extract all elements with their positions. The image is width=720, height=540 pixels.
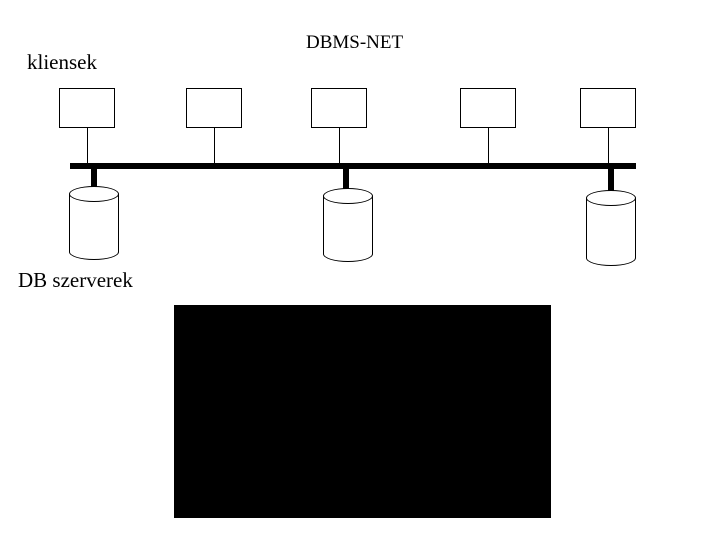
client-node-2 [186, 88, 242, 128]
servers-label: DB szerverek [18, 268, 133, 292]
server-connector-2 [343, 166, 349, 192]
black-content-panel [174, 305, 551, 518]
client-connector-1 [87, 128, 88, 163]
database-cylinder-3 [586, 190, 636, 266]
cylinder-body [586, 198, 636, 258]
cylinder-top-ellipse [69, 186, 119, 202]
cylinder-body [69, 194, 119, 252]
network-bus-line [70, 163, 636, 169]
diagram-title: DBMS-NET [306, 32, 404, 53]
client-node-3 [311, 88, 367, 128]
cylinder-body [323, 196, 373, 254]
cylinder-top-ellipse [586, 190, 636, 206]
server-connector-3 [608, 166, 614, 194]
client-connector-3 [339, 128, 340, 163]
cylinder-top-ellipse [323, 188, 373, 204]
client-node-1 [59, 88, 115, 128]
client-connector-2 [214, 128, 215, 163]
client-connector-5 [608, 128, 609, 163]
client-node-4 [460, 88, 516, 128]
clients-label: kliensek [27, 50, 97, 74]
client-connector-4 [488, 128, 489, 163]
database-cylinder-2 [323, 188, 373, 262]
database-cylinder-1 [69, 186, 119, 260]
server-connector-1 [91, 166, 97, 192]
client-node-5 [580, 88, 636, 128]
